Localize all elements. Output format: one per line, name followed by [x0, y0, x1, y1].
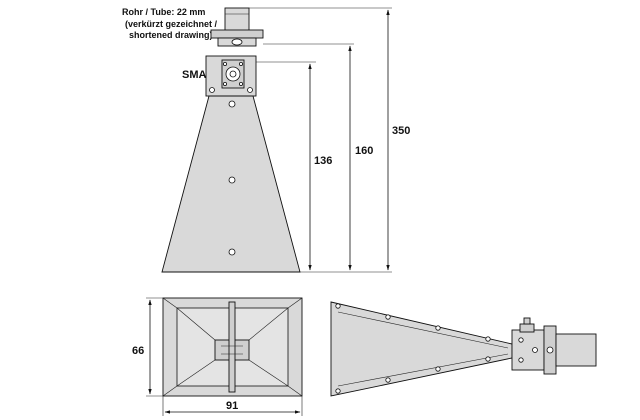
side-screw-icon: [435, 325, 441, 331]
side-screw-icon: [485, 336, 491, 342]
tube-note-line2: shortened drawing): [129, 30, 213, 40]
dimension-91: 91: [226, 400, 238, 412]
horn-body: [161, 95, 301, 273]
side-screw-icon: [485, 356, 491, 362]
dimension-350: 350: [392, 125, 410, 137]
side-sma-pin: [523, 317, 531, 325]
sma-connector-label: SMA: [182, 69, 207, 81]
tube-clamp: [210, 29, 264, 39]
side-mount-block: [511, 329, 545, 371]
side-screw-icon: [385, 377, 391, 383]
side-sma-connector: [519, 323, 535, 333]
side-screw-icon: [385, 314, 391, 320]
clamp-screw-icon: [546, 346, 554, 354]
side-view: [330, 301, 597, 397]
dimension-136: 136: [314, 155, 332, 167]
ridge: [228, 301, 236, 393]
bracket-screw-icon: [247, 87, 253, 93]
tube: [224, 7, 250, 33]
horn-screw-icon: [228, 100, 236, 108]
tube-note-line1: (verkürzt gezeichnet /: [125, 19, 218, 29]
bracket-screw-icon: [209, 87, 215, 93]
tube-label: Rohr / Tube: 22 mm: [122, 7, 205, 17]
dimension-160: 160: [355, 145, 373, 157]
horn-screw-icon: [228, 176, 236, 184]
dimension-66: 66: [132, 345, 144, 357]
side-bolt-icon: [532, 347, 538, 353]
aperture-view: [162, 297, 303, 397]
clamp-bolt-icon: [231, 38, 243, 46]
front-view: [161, 7, 301, 273]
side-screw-icon: [335, 388, 341, 394]
side-screw-icon: [335, 303, 341, 309]
sma-pin-icon: [229, 70, 237, 78]
side-screw-icon: [435, 366, 441, 372]
horn-screw-icon: [228, 248, 236, 256]
side-tube: [555, 333, 597, 367]
